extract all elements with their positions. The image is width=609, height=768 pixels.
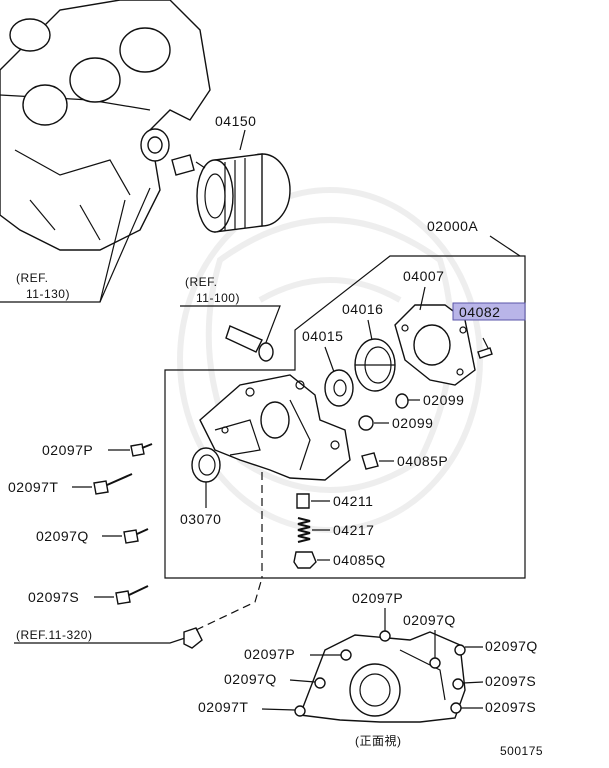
oil-pump-body bbox=[199, 374, 351, 481]
leader-04016 bbox=[367, 319, 373, 341]
leader-02000A bbox=[489, 235, 521, 257]
label-04217: 04217 bbox=[333, 522, 374, 538]
ref-11-100-line1: (REF. bbox=[185, 275, 218, 289]
label-02097Q: 02097Q bbox=[36, 528, 89, 544]
filter-guide-line bbox=[195, 161, 206, 169]
label-front-02097S-right2: 02097S bbox=[485, 699, 536, 715]
ref-11-130-line1: (REF. bbox=[16, 271, 49, 285]
relief-plunger bbox=[296, 493, 310, 509]
oil-filter bbox=[196, 153, 291, 233]
bolt-02097S bbox=[115, 585, 149, 605]
leader-04150 bbox=[239, 129, 246, 151]
leader-ref-11-130-b bbox=[99, 187, 151, 303]
label-04150: 04150 bbox=[215, 113, 256, 129]
leader-04007 bbox=[419, 286, 426, 311]
diagram-number: 500175 bbox=[500, 744, 543, 758]
front-view-pump bbox=[294, 630, 466, 723]
label-front-02097Q-right: 02097Q bbox=[485, 638, 538, 654]
oil-seal bbox=[191, 447, 221, 483]
ref-11-100-line2: 11-100) bbox=[196, 291, 240, 305]
label-front-02097Q-top: 02097Q bbox=[403, 612, 456, 628]
label-front-02097T-left: 02097T bbox=[198, 699, 248, 715]
label-02097T: 02097T bbox=[8, 479, 58, 495]
leader-ref-11-100 bbox=[180, 305, 281, 346]
label-front-02097P-left: 02097P bbox=[244, 646, 295, 662]
oil-strainer-fitting bbox=[183, 627, 203, 649]
highlight-04082[interactable] bbox=[452, 302, 526, 321]
label-02097S: 02097S bbox=[28, 589, 79, 605]
o-ring-a bbox=[395, 393, 409, 409]
label-02099-a: 02099 bbox=[423, 392, 464, 408]
ref-11-320: (REF.11-320) bbox=[16, 628, 92, 642]
label-04211: 04211 bbox=[333, 493, 373, 509]
engine-block bbox=[0, 0, 211, 251]
label-02099-b: 02099 bbox=[392, 415, 433, 431]
label-front-02097Q-left: 02097Q bbox=[224, 671, 277, 687]
o-ring-b bbox=[358, 415, 374, 431]
inner-rotor bbox=[324, 369, 354, 407]
label-04007: 04007 bbox=[403, 268, 444, 284]
label-04085P: 04085P bbox=[397, 453, 448, 469]
label-04085Q: 04085Q bbox=[333, 552, 386, 568]
relief-spring bbox=[297, 517, 311, 543]
label-04016: 04016 bbox=[342, 301, 383, 317]
leader-front-02097T-left bbox=[261, 708, 296, 711]
oil-pressure-switch bbox=[225, 325, 274, 362]
front-view-caption: (正面視) bbox=[355, 733, 402, 748]
label-02000A: 02000A bbox=[427, 218, 478, 234]
leader-front-02097Q-left bbox=[289, 679, 316, 683]
label-front-02097P-top: 02097P bbox=[352, 590, 403, 606]
label-front-02097S-right1: 02097S bbox=[485, 673, 536, 689]
label-02097P: 02097P bbox=[42, 442, 93, 458]
leader-04015 bbox=[324, 346, 335, 373]
bolt-02097T bbox=[93, 473, 133, 495]
plug-04085P bbox=[361, 452, 379, 470]
assembly-boundary bbox=[164, 255, 526, 579]
label-04015: 04015 bbox=[302, 328, 343, 344]
screw-04082 bbox=[477, 337, 493, 359]
leader-front-02097S-right1 bbox=[462, 681, 484, 684]
bolt-02097Q bbox=[123, 528, 149, 544]
leader-ref-11-320 bbox=[14, 637, 186, 644]
label-04082[interactable]: 04082 bbox=[459, 304, 500, 320]
dashed-connector-strainer bbox=[195, 577, 263, 631]
label-03070: 03070 bbox=[180, 511, 221, 527]
ref-11-130-line2: 11-130) bbox=[26, 287, 70, 301]
plug-04085Q bbox=[293, 551, 317, 569]
pump-cover bbox=[394, 304, 476, 386]
bolt-02097P bbox=[130, 443, 153, 457]
outer-rotor bbox=[354, 338, 396, 392]
